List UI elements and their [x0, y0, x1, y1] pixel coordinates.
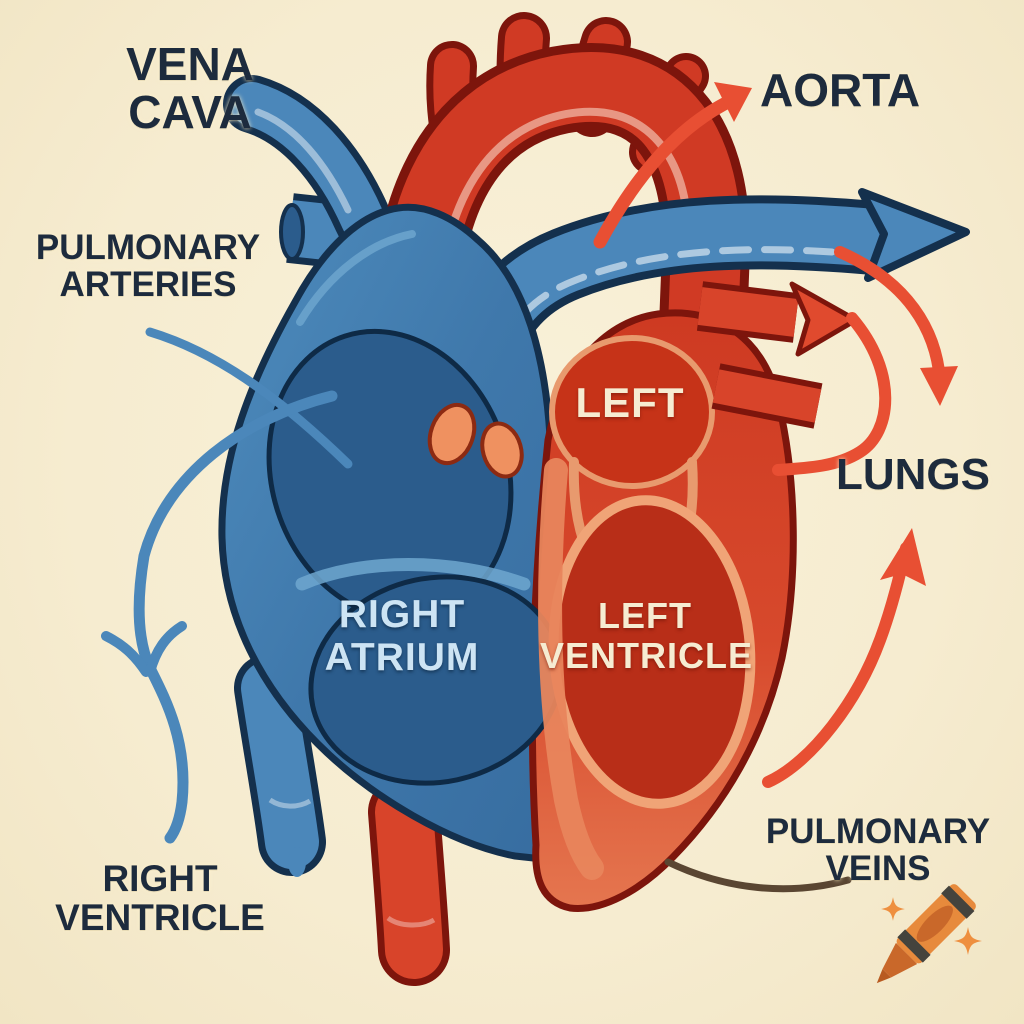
label-left-atrium: LEFT — [575, 379, 685, 426]
arrow-down-to-lungs — [834, 246, 946, 386]
septum-wall — [538, 458, 604, 880]
label-right-atrium: RIGHT ATRIUM — [324, 593, 480, 679]
pulmonary-veins-leader-line — [664, 858, 852, 893]
blue-arc-arrow — [133, 390, 338, 844]
crayon-icon — [876, 884, 976, 984]
label-pulmonary-veins: PULMONARY VEINS — [765, 812, 991, 888]
heart-valve — [480, 421, 524, 479]
label-lungs: LUNGS — [836, 450, 990, 499]
label-pulmonary-arteries: PULMONARY ARTERIES — [35, 228, 261, 304]
label-right-ventricle: RIGHT VENTRICLE — [55, 858, 265, 938]
sparkle-icon — [881, 897, 982, 955]
arrow-swirl — [772, 312, 892, 476]
inferior-vena-cava-tube — [234, 654, 326, 877]
label-vena-cava: VENA CAVA — [126, 38, 254, 139]
arrow-to-aorta — [593, 93, 739, 249]
arrow-up-from-veins — [762, 542, 912, 788]
descending-aorta-tube — [368, 776, 450, 986]
pulmonary-vein-stubs — [696, 281, 859, 429]
red-arrow-right — [789, 281, 859, 357]
label-left-ventricle: LEFT VENTRICLE — [540, 595, 754, 676]
left-atrium-cavity — [549, 335, 715, 489]
label-aorta: AORTA — [760, 64, 921, 116]
blue-flow-arrows — [101, 327, 353, 844]
left-heart-chambers — [427, 335, 756, 880]
red-flow-arrows — [593, 82, 958, 788]
pulmonary-arteries-leader — [145, 327, 353, 469]
heart-valve — [427, 402, 477, 466]
